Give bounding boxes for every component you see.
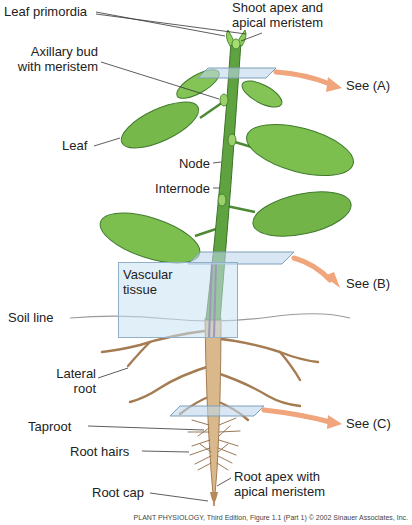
lateral-root — [128, 342, 150, 366]
see-arrow — [276, 72, 330, 84]
leader-line — [101, 62, 219, 99]
see-reference: See (B) — [346, 276, 390, 291]
leader-line — [150, 493, 208, 501]
part-label: Leaf — [62, 138, 87, 153]
root-cap — [210, 492, 218, 502]
axillary-bud — [220, 94, 228, 106]
axillary-buds — [218, 94, 236, 206]
part-label: Internode — [130, 181, 210, 196]
part-label: Root cap — [92, 485, 144, 500]
part-label: Node — [150, 156, 210, 171]
lateral-root — [130, 365, 213, 402]
arrowhead — [324, 272, 340, 288]
leader-line — [217, 478, 231, 486]
axillary-bud — [228, 134, 236, 146]
part-label: Lateral root — [38, 366, 96, 396]
part-label: Root apex with apical meristem — [234, 469, 346, 499]
leader-line — [213, 162, 221, 163]
leader-line — [88, 426, 204, 430]
magnified-region: Vascular tissue — [118, 262, 238, 338]
section-plane — [170, 406, 264, 416]
leader-line — [96, 14, 246, 34]
section-plane — [198, 68, 276, 78]
part-label: Axillary bud with meristem — [6, 44, 98, 74]
see-arrows — [264, 72, 330, 422]
leaf — [238, 76, 285, 113]
part-label: Root hairs — [70, 444, 129, 459]
lateral-root — [213, 338, 318, 362]
region-label: Vascular tissue — [123, 267, 185, 297]
see-reference: See (C) — [346, 416, 391, 431]
see-reference: See (A) — [346, 78, 390, 93]
leaf — [249, 184, 355, 244]
leader-line — [241, 33, 262, 41]
lateral-root — [280, 352, 300, 380]
arrowhead — [326, 77, 342, 92]
leader-line — [213, 188, 219, 189]
leader-line — [142, 451, 189, 452]
arrowhead — [327, 415, 342, 429]
axillary-bud — [218, 194, 226, 206]
root-hair — [217, 418, 240, 470]
arrowheads — [324, 77, 342, 429]
leaf — [241, 115, 359, 186]
lateral-root — [214, 372, 300, 406]
apical-meristem — [232, 39, 240, 49]
leader-line — [94, 138, 120, 146]
part-label: Taproot — [28, 419, 71, 434]
leader-line — [98, 368, 128, 378]
root-hair — [188, 420, 211, 470]
root-hairs — [188, 418, 240, 470]
copyright-note: PLANT PHYSIOLOGY, Third Edition, Figure … — [134, 513, 408, 522]
part-label: Leaf primordia — [4, 4, 87, 19]
part-label: Soil line — [8, 310, 54, 325]
see-arrow — [294, 258, 330, 280]
leader-lines — [88, 12, 262, 501]
see-arrow — [264, 410, 330, 422]
part-label: Shoot apex and apical meristem — [232, 0, 344, 30]
leader-line — [96, 12, 225, 36]
leaf — [115, 93, 205, 158]
